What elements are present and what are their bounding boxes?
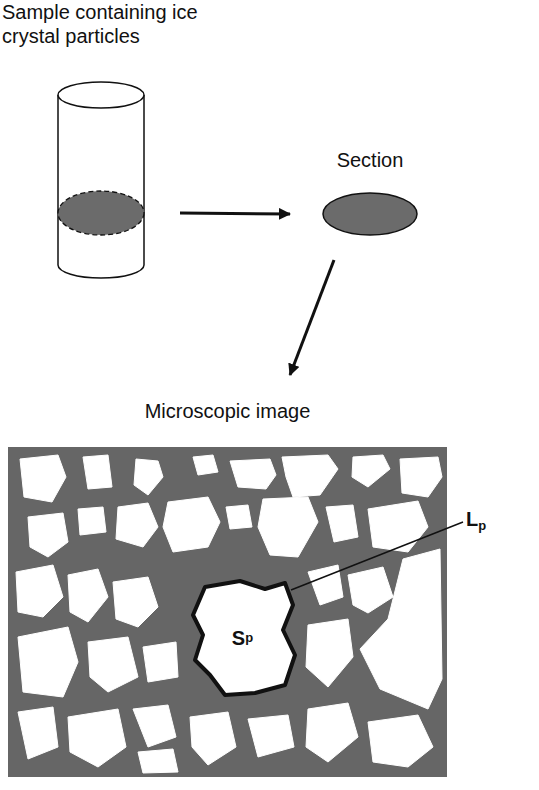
- ice-particle: [226, 505, 252, 529]
- cylinder-body: [58, 95, 144, 278]
- ice-particle: [16, 565, 63, 617]
- process-arrow: [290, 260, 334, 375]
- image-node: Microscopic imageSp: [8, 447, 447, 777]
- ice-particle: [326, 505, 358, 542]
- leader-line: [291, 522, 463, 590]
- process-arrow: [180, 213, 290, 214]
- ice-particle: [368, 715, 433, 767]
- ice-particle: [20, 455, 66, 502]
- ice-particle: [258, 497, 318, 557]
- ice-particle: [113, 577, 158, 627]
- ice-particle: [352, 455, 390, 487]
- ice-particle: [83, 455, 112, 489]
- ice-particle: [368, 501, 428, 552]
- figure-caption: Microscopic image: [145, 399, 311, 423]
- ice-particle: [78, 507, 106, 535]
- image-ground: [8, 447, 447, 777]
- ellipse-outline: [322, 192, 418, 236]
- cylinder-outline: [56, 80, 146, 280]
- ice-particle: [348, 567, 393, 613]
- ice-particle: [282, 455, 338, 497]
- ice-particle: [306, 703, 358, 762]
- ice-particle: [18, 707, 58, 759]
- ellipse-node: Section: [322, 192, 418, 236]
- ice-particle: [68, 569, 108, 622]
- ice-particle: [18, 627, 78, 697]
- ice-particle: [68, 709, 126, 767]
- area-symbol: Sp: [185, 575, 300, 700]
- ice-particle: [28, 513, 68, 557]
- section-disc: [323, 193, 417, 235]
- figure-caption: Sample containing ice crystal particles: [2, 0, 232, 48]
- particle-outline: [193, 581, 295, 695]
- ice-particle: [248, 715, 294, 757]
- callout-label: Lp: [466, 508, 486, 531]
- ice-particle: [143, 642, 178, 682]
- ice-particle: [116, 503, 158, 547]
- figure-caption: Section: [337, 148, 404, 172]
- ice-particle: [134, 459, 163, 495]
- ice-particles: [16, 455, 442, 773]
- ice-particle: [230, 459, 276, 489]
- section-outline: [58, 191, 144, 235]
- ice-particle: [193, 455, 218, 475]
- cylinder-node: Sample containing ice crystal particles: [56, 80, 146, 280]
- ice-particle: [400, 457, 442, 497]
- ice-particle: [88, 637, 138, 692]
- ice-particle: [190, 712, 236, 765]
- ice-particle: [133, 705, 176, 747]
- ice-particle: [360, 549, 442, 709]
- ice-particle: [163, 497, 220, 552]
- measured-particle: Sp: [185, 575, 300, 700]
- section-plane: [58, 191, 144, 235]
- ice-particle: [138, 749, 178, 773]
- cylinder-top: [58, 82, 144, 108]
- ice-particle: [306, 619, 353, 687]
